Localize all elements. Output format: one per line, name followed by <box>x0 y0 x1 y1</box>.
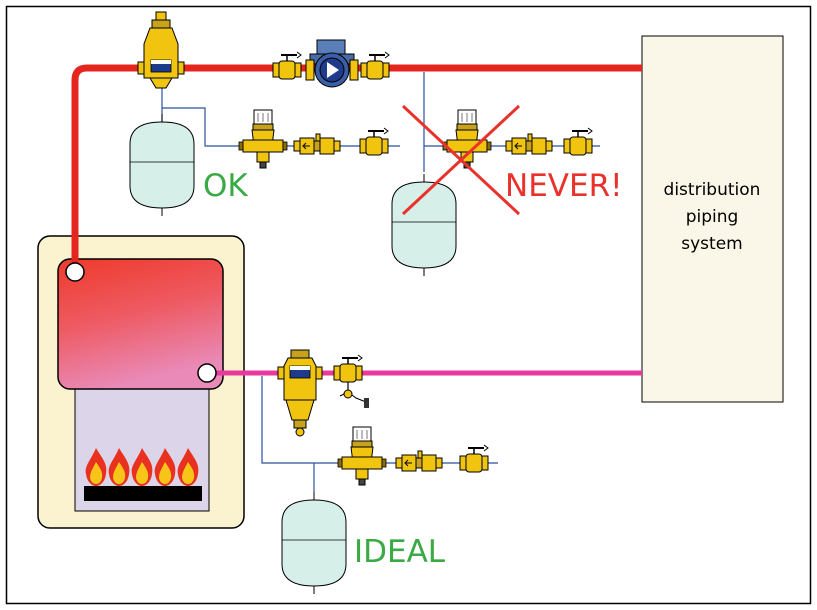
distribution-label-line3: system <box>681 234 742 254</box>
never-label: NEVER! <box>505 168 623 204</box>
circulator-pump-icon <box>272 39 390 88</box>
return-connection <box>197 363 217 383</box>
expansion-tank-icon <box>391 173 457 277</box>
distribution-label-line1: distribution <box>664 180 761 200</box>
supply-connection <box>65 262 85 282</box>
burner-bar <box>84 486 202 501</box>
dirt-separator-icon <box>277 349 323 437</box>
ok-label: OK <box>203 168 248 204</box>
prohibited-x-icon <box>401 104 521 216</box>
expansion-tank-icon <box>129 113 195 217</box>
expansion-tank-icon <box>281 491 347 595</box>
distribution-label-line2: piping <box>686 207 739 227</box>
supply-pipe <box>71 64 642 272</box>
heat-exchanger <box>57 258 224 390</box>
distribution-piping-box <box>641 35 784 403</box>
air-separator-icon <box>137 11 185 89</box>
ideal-label: IDEAL <box>354 534 446 570</box>
ball-valve-icon <box>333 354 369 408</box>
